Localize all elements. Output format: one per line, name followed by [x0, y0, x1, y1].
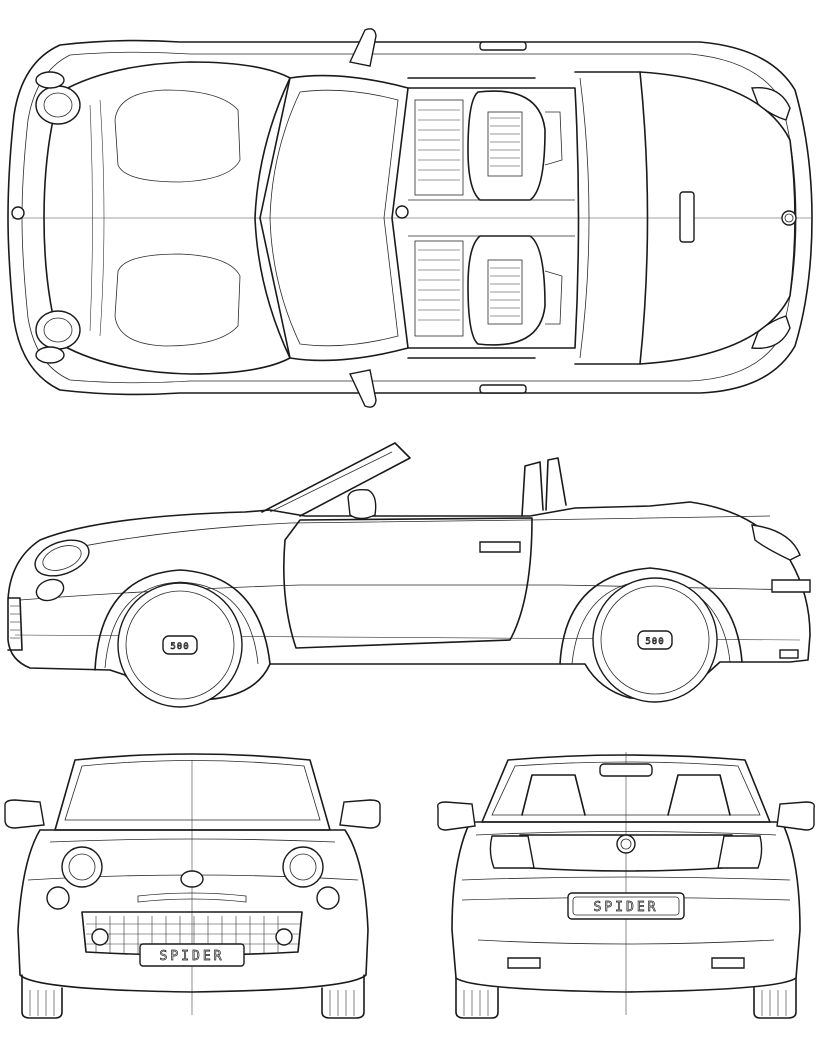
side-door-handle [479, 541, 521, 553]
front-tire-left [21, 974, 63, 1019]
rear-plate [567, 892, 685, 920]
side-front-wheel-cap [162, 635, 198, 655]
side-rear-wheel-arch [559, 567, 743, 665]
side-door [283, 517, 533, 649]
top-door-handle-right [479, 384, 527, 394]
top-door-handle-left [479, 41, 527, 51]
top-headlight-right [35, 310, 81, 350]
rear-taillight-left [489, 835, 535, 869]
side-view: 500 500 [7, 442, 811, 708]
side-front-wheel-arch [94, 569, 271, 671]
top-seat-left [414, 90, 563, 201]
top-mirror-right [348, 369, 377, 408]
front-indicator-left [46, 886, 70, 910]
rear-badge [616, 834, 636, 854]
top-body-outline [7, 39, 813, 396]
front-mirror-left [4, 799, 45, 829]
rear-view-mirror [599, 763, 653, 777]
top-seat-right [414, 235, 563, 346]
side-rear-marker [771, 579, 811, 593]
front-headlight-left [61, 846, 103, 888]
top-rear-deck [574, 71, 649, 365]
front-fog-right [275, 928, 293, 946]
front-body-outline [17, 829, 369, 993]
side-foglight [35, 578, 65, 602]
front-indicator-right [316, 886, 340, 910]
side-taillight [751, 524, 801, 561]
side-windshield-frame [261, 442, 411, 517]
front-headlight-right [282, 846, 324, 888]
top-taillight-right [751, 315, 791, 350]
side-rear-wheel-cap [637, 630, 673, 650]
rear-plate-text: SPIDER [594, 900, 659, 915]
side-headlight [34, 539, 90, 577]
top-cockpit [407, 87, 580, 349]
rear-tire-right [753, 977, 797, 1019]
side-roll-bar [521, 461, 544, 517]
front-tire-right [321, 974, 365, 1019]
rear-exhaust-left [507, 957, 541, 969]
rear-roll-bar-left [521, 774, 586, 816]
rear-view: SPIDER [436, 752, 816, 1019]
side-rear-cap-text: 500 [645, 637, 664, 647]
top-windshield [254, 74, 409, 362]
side-mirror [347, 488, 377, 520]
rear-mirror-right [776, 801, 816, 831]
side-front-cap-text: 500 [170, 642, 189, 652]
rear-mirror-left [436, 801, 476, 831]
top-rear-badge [781, 210, 797, 226]
rear-windshield-frame [481, 754, 771, 823]
front-chrome-strip [137, 892, 247, 903]
top-headlight-left [35, 85, 81, 125]
rear-roll-bar-right [667, 774, 731, 816]
side-exhaust [779, 649, 799, 659]
front-badge [180, 870, 204, 888]
top-front-badge [11, 206, 25, 220]
front-windshield [54, 753, 331, 831]
top-mirror-left [348, 28, 377, 67]
front-fog-left [91, 928, 109, 946]
top-hood [43, 61, 291, 375]
top-view [7, 28, 813, 408]
rear-taillight-right [717, 835, 763, 869]
top-shifter [395, 205, 409, 219]
front-plate [139, 943, 245, 967]
rear-exhaust-right [711, 957, 745, 969]
top-brake-light [679, 191, 695, 243]
front-plate-text: SPIDER [160, 949, 225, 964]
front-view: SPIDER [4, 753, 381, 1019]
rear-tire-left [455, 977, 499, 1019]
top-taillight-left [751, 86, 791, 121]
rear-body-outline [451, 821, 801, 993]
front-mirror-right [339, 799, 381, 829]
